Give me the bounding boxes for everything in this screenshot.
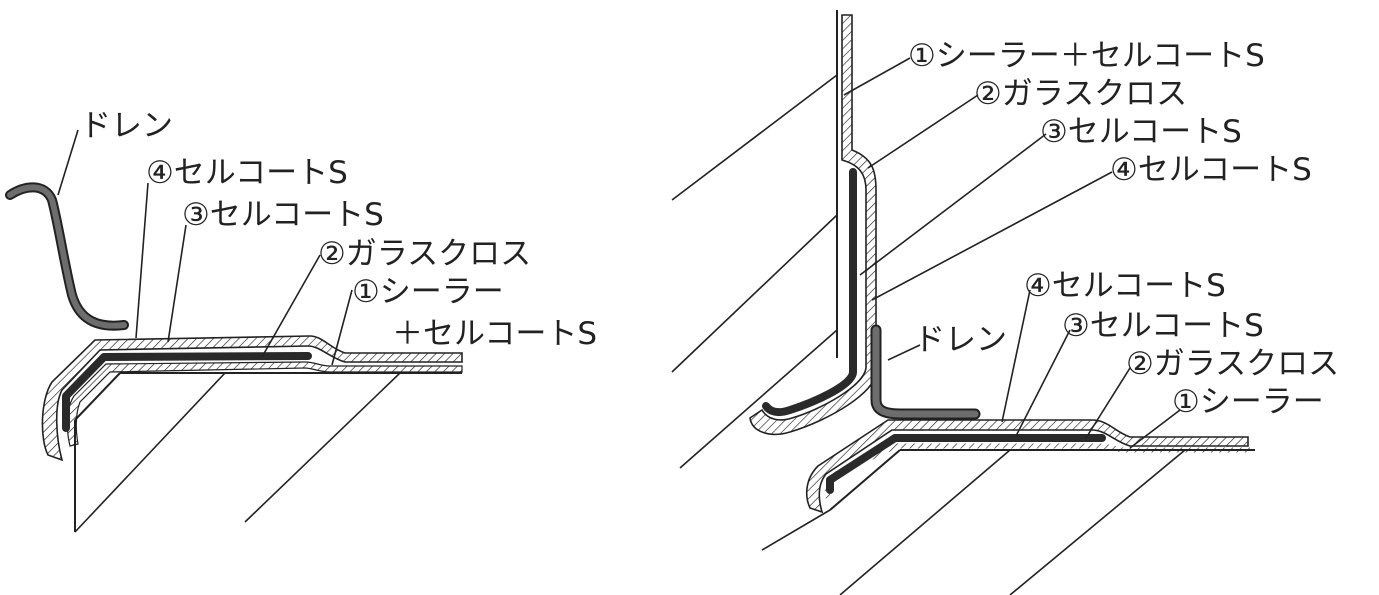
- right-wall-coat-outer: [749, 14, 877, 436]
- right-floor-layer4-leader: [1001, 289, 1031, 423]
- left-layer3-leader: [167, 224, 187, 343]
- left-layer1-label-line1: ①シーラー: [352, 274, 504, 310]
- right-floor-coat-outer: [805, 419, 1249, 514]
- right-wall-layer4-label: ④セルコートS: [1110, 152, 1312, 188]
- right-floor-layer3-label: ③セルコートS: [1062, 308, 1264, 344]
- right-wall-layer3-leader: [859, 133, 1047, 276]
- left-drain-pipe: [5, 182, 129, 331]
- left-layer4-label: ④セルコートS: [146, 155, 348, 191]
- right-wall-layer4-leader: [871, 171, 1113, 301]
- right-floor-layer1-leader: [1129, 409, 1181, 449]
- right-drain-label: ドレン: [914, 322, 1007, 358]
- left-coat-layer-4: [41, 335, 463, 462]
- right-wall-layer3-label: ③セルコートS: [1040, 114, 1242, 150]
- left-layer2-label: ②ガラスクロス: [318, 236, 531, 272]
- left-coat-layer-1: [66, 361, 463, 447]
- right-floor-layer3-leader: [1015, 329, 1071, 437]
- right-floor-layer2-label: ②ガラスクロス: [1126, 346, 1339, 382]
- right-wall-layer2-label: ②ガラスクロス: [974, 76, 1187, 112]
- right-detail: ①シーラー＋セルコートS ②ガラスクロス ③セルコートS ④セルコートS ドレン…: [671, 10, 1339, 595]
- right-floor-glass-cloth: [826, 434, 1106, 494]
- right-floor-layer2-leader: [1085, 367, 1131, 439]
- left-layer2-leader: [261, 254, 321, 358]
- right-wall-layer2-leader: [867, 94, 979, 169]
- left-drain-label: ドレン: [80, 108, 173, 144]
- left-layer1-label-line2: ＋セルコートS: [392, 316, 597, 352]
- right-wall-layer1-label: ①シーラー＋セルコートS: [908, 38, 1265, 74]
- left-drain-leader: [57, 129, 79, 196]
- right-drain-leader: [887, 344, 921, 361]
- left-base-structure: [74, 372, 462, 533]
- left-glass-cloth: [62, 352, 312, 432]
- right-wall-layer1-leader: [843, 57, 911, 96]
- left-layer1-leader: [331, 289, 353, 366]
- right-floor-coat-inner: [824, 443, 1250, 499]
- left-detail: ドレン ④セルコートS ③セルコートS ②ガラスクロス ①シーラー ＋セルコート…: [5, 108, 597, 533]
- right-wall-glass-cloth: [762, 168, 857, 417]
- right-floor-layer1-label: ①シーラー: [1172, 384, 1324, 420]
- left-layer4-leader: [135, 182, 149, 339]
- right-floor-layer4-label: ④セルコートS: [1024, 268, 1226, 304]
- left-layer3-label: ③セルコートS: [182, 197, 384, 233]
